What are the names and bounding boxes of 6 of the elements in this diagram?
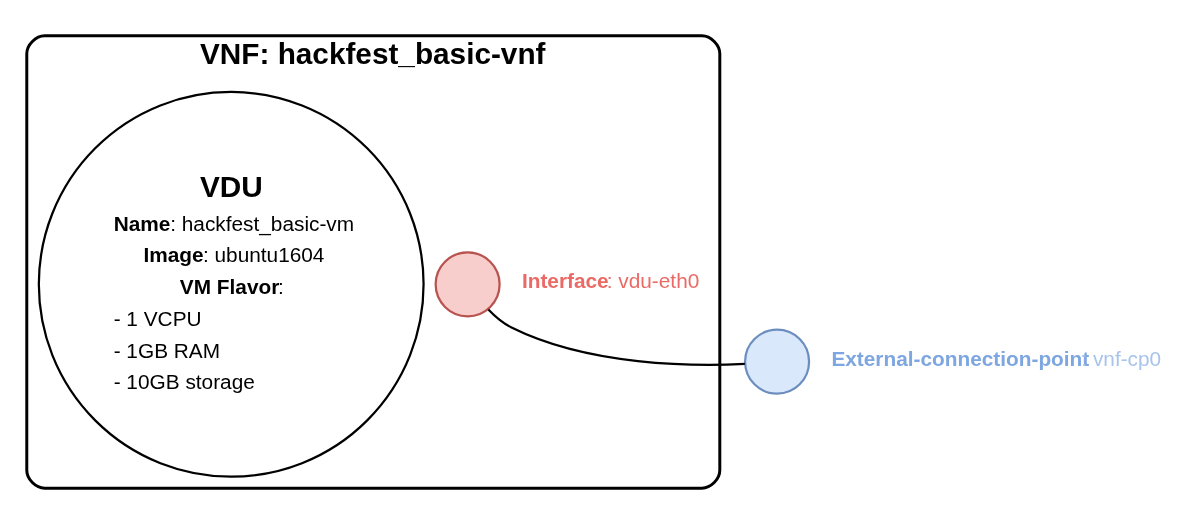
node-label: External-connection-point: vnf-cp0: [831, 346, 1162, 370]
node-circle: [744, 328, 811, 395]
node-circle: VDU Name: hackfest_basic-vm Image: ubuntu1604 VM Flavor: - 1 VCPU - 1GB RAM - 10GB storage: [37, 90, 425, 478]
node-label: Interface: vdu-eth0: [521, 268, 700, 292]
node-circle: [434, 250, 501, 317]
connector: [487, 308, 745, 366]
